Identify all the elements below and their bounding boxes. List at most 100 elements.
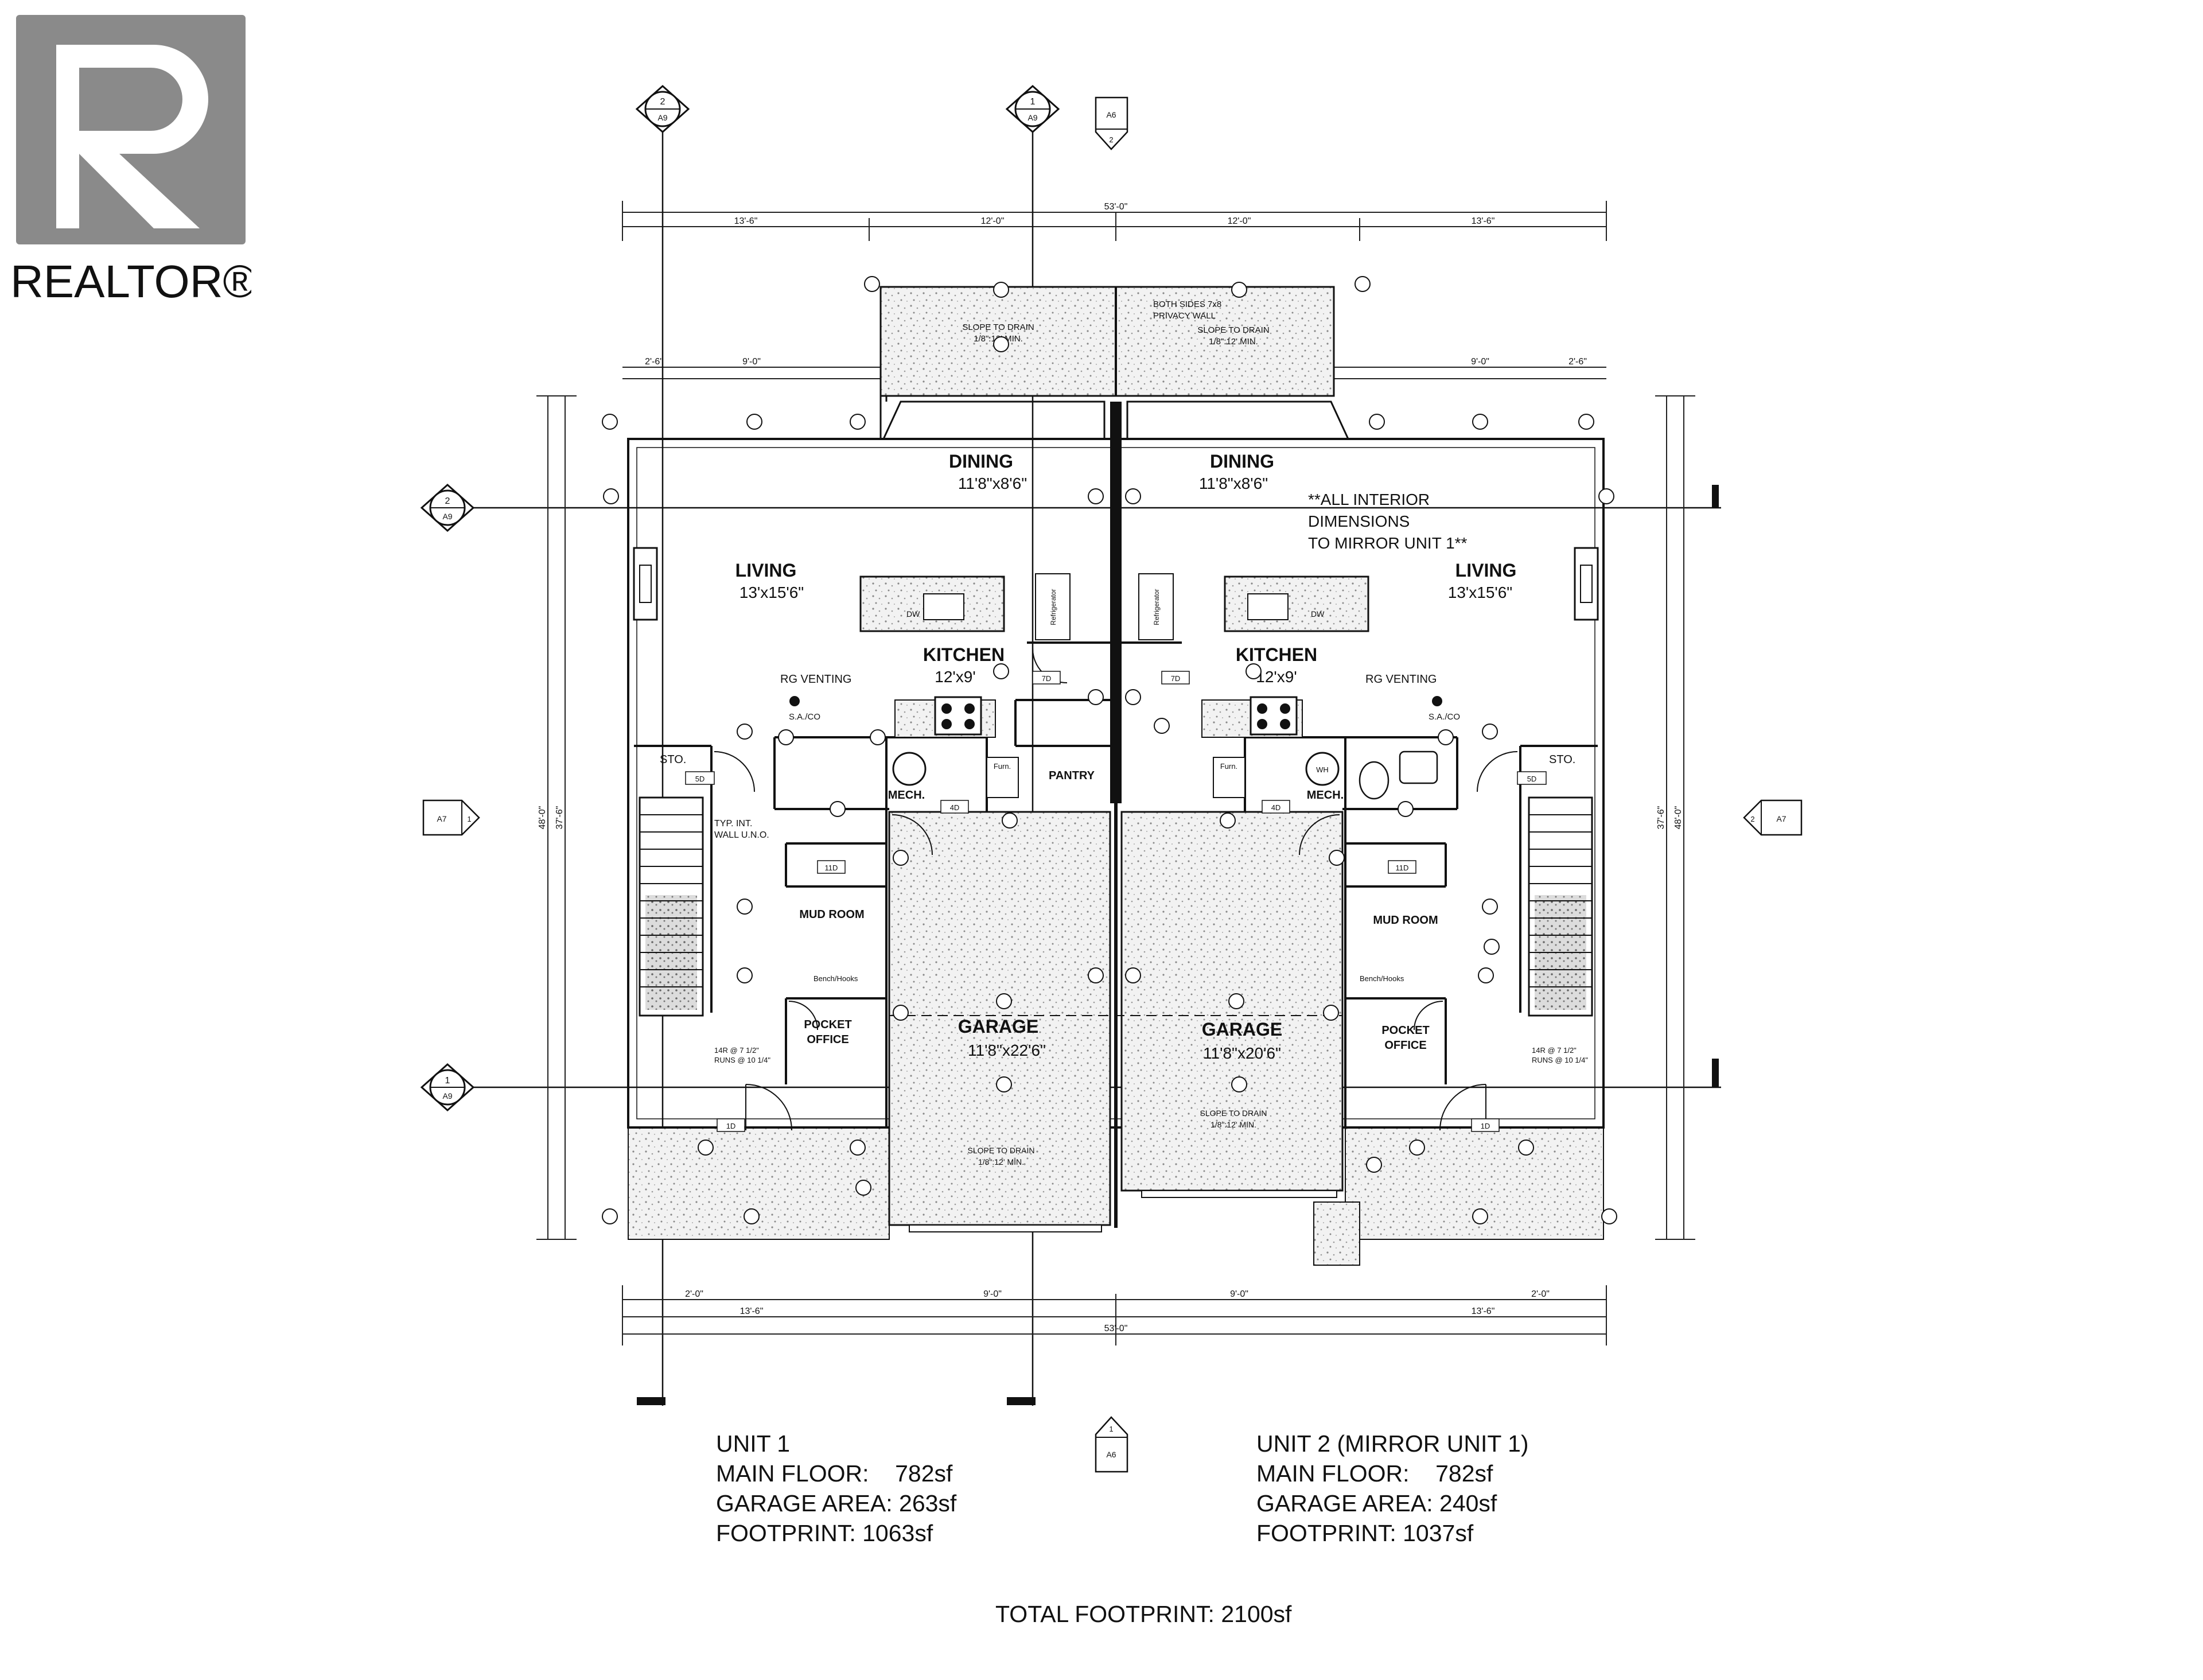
section-marker-left-lower: 1 A9 <box>420 1063 475 1112</box>
unit1-bench: Bench/Hooks <box>814 974 858 983</box>
svg-text:DW: DW <box>906 609 920 619</box>
dim-bottom-two-right: 2'-0" <box>1531 1289 1550 1299</box>
unit1-living-size: 13'x15'6" <box>739 584 804 601</box>
side-dimensions <box>536 395 1695 1240</box>
fridge-unit1 <box>1035 573 1071 640</box>
toilet-unit2 <box>1359 761 1389 800</box>
dim-depth-right: 48'-0" <box>1673 806 1683 830</box>
dim-depth-inner-left: 37'-6" <box>555 806 565 830</box>
unit2-office-label: OFFICE <box>1384 1039 1426 1052</box>
water-heater-unit2 <box>1305 752 1340 786</box>
mirror-note-3: TO MIRROR UNIT 1** <box>1308 534 1468 552</box>
patio-slope-right: SLOPE TO DRAIN <box>1197 325 1269 335</box>
svg-text:2: 2 <box>1750 815 1754 823</box>
unit1-garage-slope-min: 1/8":12' MIN. <box>978 1157 1024 1166</box>
elevation-tag-bottom: 1 A6 <box>1095 1416 1128 1473</box>
unit1-sa-co: S.A./CO <box>789 712 820 722</box>
unit1-rg-venting: RG VENTING <box>780 673 851 686</box>
unit2-rg-venting: RG VENTING <box>1365 673 1437 686</box>
unit1-pocket-label: POCKET <box>804 1018 851 1031</box>
unit2-smoke-icon <box>1432 696 1442 706</box>
rear-patio <box>879 286 1335 397</box>
party-wall <box>1110 402 1122 803</box>
privacy-note-1: BOTH SIDES 7x8 <box>1153 300 1221 309</box>
svg-text:A6: A6 <box>1106 110 1116 119</box>
range-unit1 <box>934 696 982 736</box>
svg-text:5D: 5D <box>1527 775 1537 783</box>
svg-text:Furn.: Furn. <box>1220 762 1237 771</box>
unit2-garage-slope-min: 1/8":12' MIN. <box>1211 1120 1256 1129</box>
fireplace-unit1 <box>633 547 658 621</box>
unit2-mudroom-label: MUD ROOM <box>1373 914 1438 927</box>
svg-text:2: 2 <box>1109 135 1113 144</box>
svg-text:2: 2 <box>660 97 665 107</box>
dim-depth-inner-right: 37'-6" <box>1656 806 1666 830</box>
dim-bottom-1: 13'-6" <box>740 1306 764 1316</box>
range-unit2 <box>1250 696 1298 736</box>
unit2-living-size: 13'x15'6" <box>1448 584 1513 601</box>
fridge-label-unit2: Refrigerator <box>1153 589 1161 625</box>
svg-text:1: 1 <box>445 1076 450 1086</box>
section-markers: 2 A9 1 A9 2 A9 1 A9 A6 2 <box>420 84 1803 1473</box>
fridge-unit2 <box>1138 573 1174 640</box>
svg-text:A9: A9 <box>442 512 452 521</box>
unit2-mech-label: MECH. <box>1307 789 1344 802</box>
wall-uno-note: WALL U.N.O. <box>714 830 769 840</box>
door-tags: 5D 11D 1D 7D 4D 7D 4D 11D 5D 1D <box>685 671 1547 1132</box>
fireplace-unit2 <box>1574 547 1599 621</box>
garage-door-unit2 <box>1141 1190 1337 1198</box>
svg-text:A7: A7 <box>1776 814 1786 823</box>
unit1-garage-slope: SLOPE TO DRAIN <box>968 1146 1035 1155</box>
furnace-unit1 <box>986 757 1019 798</box>
svg-text:A9: A9 <box>1027 113 1037 122</box>
unit2-dining-size: 11'8"x8'6" <box>1199 475 1268 492</box>
dim-overall-top: 53'-0" <box>1104 202 1128 212</box>
unit2-main-floor: MAIN FLOOR: 782sf <box>1256 1460 1493 1487</box>
patio-slope-right-min: 1/8":12' MIN. <box>1209 337 1258 347</box>
unit2-bench: Bench/Hooks <box>1360 974 1404 983</box>
unit1-kitchen-size: 12'x9' <box>935 668 975 686</box>
unit2-garage-size: 11'8"x20'6" <box>1203 1044 1281 1062</box>
dim-nine-right: 9'-0" <box>1471 357 1489 367</box>
svg-text:7D: 7D <box>1171 674 1181 683</box>
bottom-dimensions <box>622 1285 1607 1345</box>
sink-unit2 <box>1399 750 1438 784</box>
unit2-stairs-1: 14R @ 7 1/2" <box>1532 1046 1577 1055</box>
unit1-dining-label: DINING <box>949 451 1013 472</box>
dim-top-3: 12'-0" <box>1228 216 1251 226</box>
dim-overall-bottom: 53'-0" <box>1104 1324 1128 1333</box>
wall-tag-markers <box>602 276 1617 1224</box>
unit2-kitchen-label: KITCHEN <box>1236 644 1317 665</box>
svg-text:11D: 11D <box>1396 864 1409 872</box>
dim-bottom-nine-right: 9'-0" <box>1230 1289 1248 1299</box>
dim-top-1: 13'-6" <box>734 216 758 226</box>
island-unit2: DW <box>1224 575 1369 632</box>
unit2-sto-label: STO. <box>1549 753 1575 766</box>
unit2-title: UNIT 2 (MIRROR UNIT 1) <box>1256 1430 1529 1457</box>
front-step-unit2 <box>1313 1201 1360 1266</box>
unit1-footprint: FOOTPRINT: 1063sf <box>716 1520 933 1546</box>
water-heater-unit1 <box>892 752 927 786</box>
unit1-garage-area: GARAGE AREA: 263sf <box>716 1490 957 1516</box>
rear-wall-unit2 <box>1126 400 1603 440</box>
dim-two-left: 2'-6" <box>645 357 663 367</box>
section-marker-top-left: 2 A9 <box>635 84 690 134</box>
unit1-title: UNIT 1 <box>716 1430 791 1457</box>
unit1-stairs-2: RUNS @ 10 1/4" <box>714 1056 770 1064</box>
svg-text:A6: A6 <box>1106 1450 1116 1459</box>
mirror-note-2: DIMENSIONS <box>1308 512 1410 530</box>
svg-text:11D: 11D <box>825 864 838 872</box>
unit2-kitchen-size: 12'x9' <box>1256 668 1297 686</box>
front-porch-unit2 <box>1345 1127 1604 1240</box>
stairs-unit1 <box>639 796 704 1017</box>
patio-slope-left: SLOPE TO DRAIN <box>962 322 1034 332</box>
svg-text:1D: 1D <box>1481 1122 1490 1130</box>
unit1-pantry-label: PANTRY <box>1049 769 1095 782</box>
dim-two-right: 2'-6" <box>1568 357 1587 367</box>
svg-text:A9: A9 <box>657 113 667 122</box>
dim-top-4: 13'-6" <box>1472 216 1495 226</box>
unit1-summary: UNIT 1 MAIN FLOOR: 782sf GARAGE AREA: 26… <box>716 1429 956 1548</box>
svg-text:1: 1 <box>1109 1425 1113 1433</box>
unit1-kitchen-label: KITCHEN <box>923 644 1005 665</box>
